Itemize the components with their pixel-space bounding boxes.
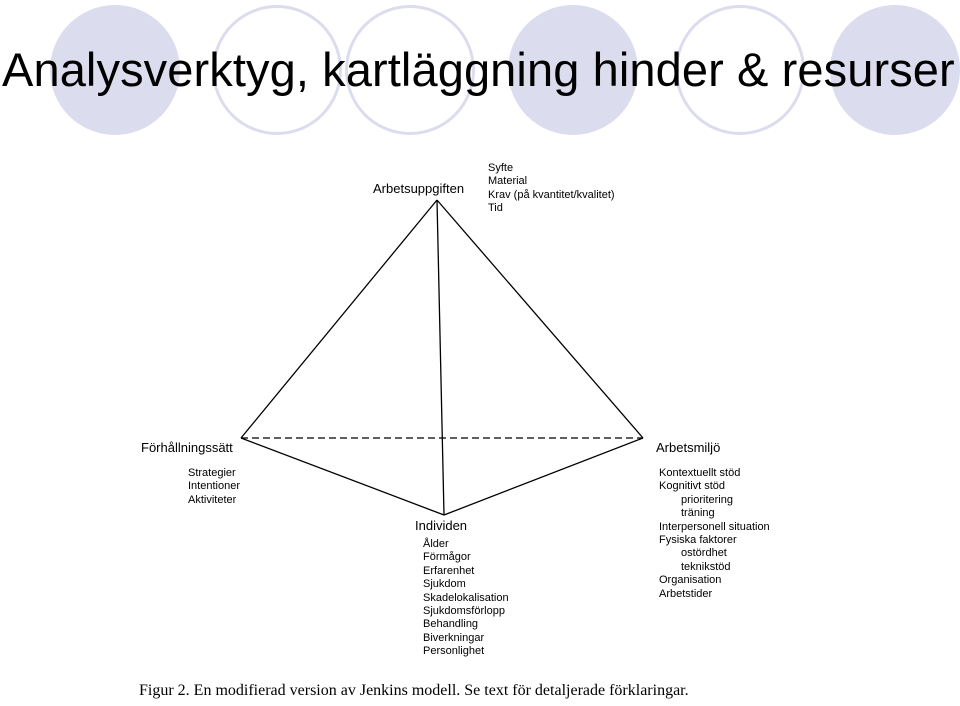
list-item: Kognitivt stöd	[659, 480, 726, 493]
list-item: träning	[681, 507, 715, 520]
slide-title: Analysverktyg, kartläggning hinder & res…	[2, 43, 955, 96]
list-item: Aktiviteter	[188, 493, 237, 506]
list-item: Fysiska faktorer	[659, 534, 737, 547]
list-item: Intentioner	[188, 480, 240, 493]
list-item: Behandling	[423, 618, 479, 631]
node-label-arbetsuppgiften: Arbetsuppgiften	[373, 181, 465, 196]
list-item: Tid	[488, 202, 503, 215]
list-item: Skadelokalisation	[423, 591, 509, 604]
node-label-arbetsmiljo: Arbetsmiljö	[656, 440, 721, 455]
node-label-forhallningssatt: Förhållningssätt	[141, 440, 233, 455]
edge-top-right	[436, 199, 644, 439]
figure-caption: Figur 2. En modifierad version av Jenkin…	[139, 682, 689, 699]
list-item: Sjukdomsförlopp	[423, 605, 505, 618]
edge-right-bottom	[443, 437, 644, 516]
list-item: Interpersonell situation	[659, 520, 770, 533]
list-item: Organisation	[659, 574, 722, 587]
list-item: teknikstöd	[681, 560, 731, 573]
decorative-ring-1	[212, 5, 342, 135]
list-item: ostördhet	[681, 547, 727, 560]
edge-top-bottom	[436, 199, 445, 516]
list-item: Ålder	[423, 538, 449, 550]
list-item: Biverkningar	[423, 631, 485, 644]
decorative-circle-2	[508, 5, 638, 135]
edge-left-bottom	[240, 437, 445, 516]
list-item: Syfte	[488, 162, 514, 174]
list-item: Personlighet	[423, 645, 485, 658]
list-item: Arbetstider	[659, 587, 713, 600]
list-item: prioritering	[681, 493, 733, 506]
decorative-circle-1	[50, 5, 180, 135]
decorative-ring-3	[675, 5, 805, 135]
decorative-circle-3	[830, 5, 960, 135]
list-item: Material	[488, 175, 528, 188]
list-item: Krav (på kvantitet/kvalitet)	[488, 188, 615, 201]
edge-top-left	[240, 199, 438, 439]
list-item: Kontextuellt stöd	[659, 467, 741, 479]
node-label-individen: Individen	[415, 518, 468, 533]
list-item: Sjukdom	[423, 578, 466, 591]
decorative-ring-2	[345, 5, 475, 135]
list-item: Strategier	[188, 467, 236, 479]
list-item: Erfarenhet	[423, 564, 475, 577]
list-item: Förmågor	[423, 551, 471, 564]
